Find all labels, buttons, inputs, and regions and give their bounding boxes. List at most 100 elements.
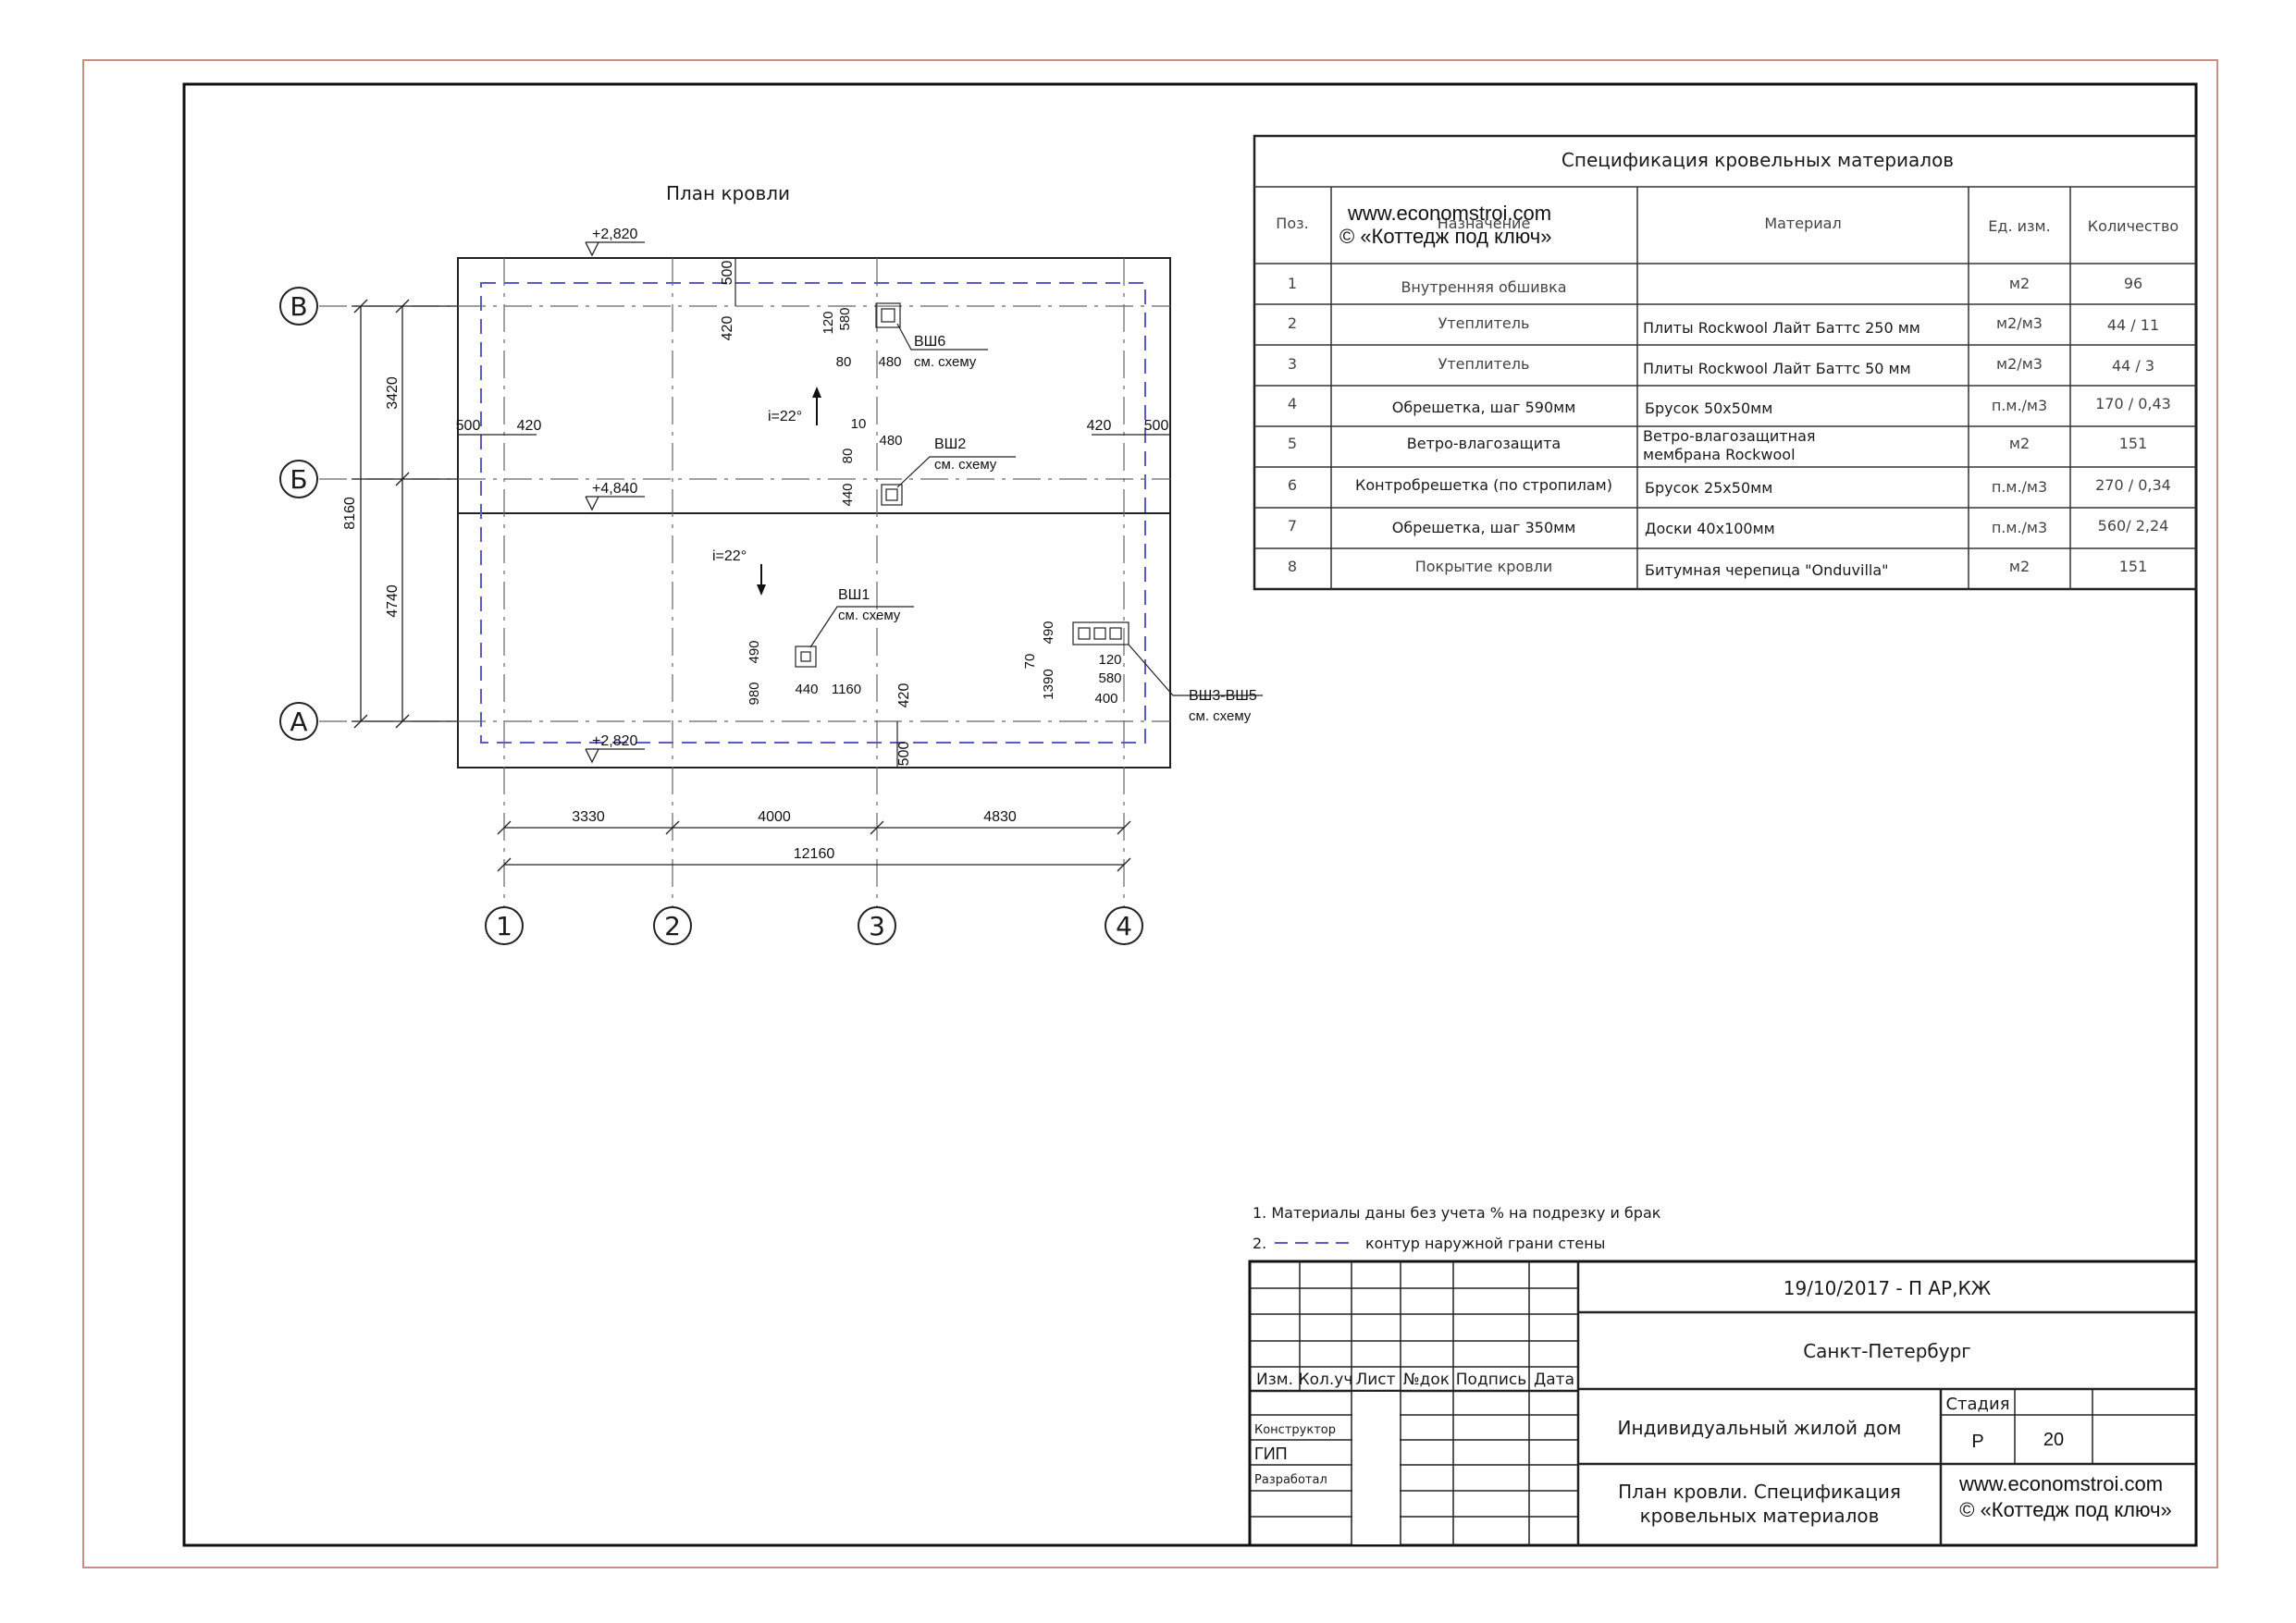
dim-total-8160: 8160 bbox=[342, 497, 358, 530]
vsh35-ref: см. схему bbox=[1189, 708, 1252, 724]
row7-purpose: Обрешетка, шаг 350мм bbox=[1392, 519, 1576, 536]
offset-bottom-420: 420 bbox=[896, 683, 912, 708]
vsh6-d580: 580 bbox=[837, 307, 853, 330]
vsh1-ref: см. схему bbox=[838, 608, 901, 623]
stamp-city: Санкт-Петербург bbox=[1803, 1340, 1971, 1362]
stamp-sheet-number: 20 bbox=[2043, 1430, 2064, 1450]
vsh1-d980: 980 bbox=[747, 682, 762, 705]
offset-left-420: 420 bbox=[517, 418, 542, 434]
bottom-dimensions bbox=[497, 820, 1131, 872]
plan-title: План кровли bbox=[666, 182, 790, 204]
role-constructor: Конструктор bbox=[1254, 1423, 1336, 1437]
vent-vsh2 bbox=[881, 456, 1016, 506]
row7-qty: 560/ 2,24 bbox=[2098, 517, 2169, 535]
vent-vsh3-5 bbox=[1072, 621, 1263, 696]
row1-qty: 96 bbox=[2124, 275, 2142, 292]
outer-border bbox=[82, 59, 2218, 1568]
slope-lower: i=22° bbox=[712, 548, 747, 564]
watermark-site: www.economstroi.com bbox=[1347, 202, 1551, 225]
spec-header-purpose: Назначение bbox=[1438, 215, 1531, 232]
level-ridge: +4,840 bbox=[592, 481, 637, 497]
vent-vsh1 bbox=[795, 606, 914, 668]
row3-material: Плиты Rockwool Лайт Баттс 50 мм bbox=[1643, 360, 1911, 377]
overhang-left: 500 bbox=[456, 418, 481, 434]
overhang-bottom: 500 bbox=[896, 742, 912, 767]
row6-material: Брусок 25х50мм bbox=[1645, 479, 1772, 497]
spec-row-7: 7 Обрешетка, шаг 350мм Доски 40х100мм п.… bbox=[1288, 517, 2168, 537]
stamp-col-izm: Изм. bbox=[1256, 1371, 1293, 1389]
offset-top-420: 420 bbox=[720, 316, 735, 341]
axis-label-v: В bbox=[290, 291, 307, 322]
dim-3420: 3420 bbox=[385, 376, 401, 410]
vsh2-d480: 480 bbox=[879, 433, 902, 449]
vsh6-ref: см. схему bbox=[914, 354, 977, 370]
wall-contour bbox=[480, 282, 1146, 744]
row1-pos: 1 bbox=[1288, 275, 1297, 292]
spec-header-qty: Количество bbox=[2088, 217, 2179, 235]
vsh2-d80: 80 bbox=[840, 449, 856, 464]
title-block: Изм. Кол.уч Лист №док Подпись Дата Конст… bbox=[1248, 1260, 2198, 1547]
spec-title: Спецификация кровельных материалов bbox=[1562, 149, 1954, 171]
vsh35-d490: 490 bbox=[1041, 621, 1056, 644]
row7-pos: 7 bbox=[1288, 517, 1297, 535]
row8-qty: 151 bbox=[2119, 558, 2148, 575]
vsh1-d440: 440 bbox=[795, 682, 818, 697]
vsh6-d120: 120 bbox=[821, 311, 836, 334]
row6-qty: 270 / 0,34 bbox=[2095, 476, 2171, 494]
row8-pos: 8 bbox=[1288, 558, 1297, 575]
row2-pos: 2 bbox=[1288, 314, 1297, 332]
role-gip: ГИП bbox=[1254, 1445, 1288, 1463]
stamp-owner: © «Коттедж под ключ» bbox=[1959, 1498, 2172, 1521]
gridlines bbox=[319, 258, 1170, 906]
row5-material-line2: мембрана Rockwool bbox=[1643, 446, 1796, 463]
offset-right-420: 420 bbox=[1087, 418, 1112, 434]
overhang-dimensions bbox=[458, 258, 1170, 768]
axis-letters: В Б А bbox=[279, 287, 318, 741]
row2-unit: м2/м3 bbox=[1996, 314, 2043, 332]
vsh2-ref: см. схему bbox=[934, 457, 997, 473]
row1-purpose: Внутренняя обшивка bbox=[1401, 278, 1566, 296]
row5-material-line1: Ветро-влагозащитная bbox=[1643, 427, 1816, 445]
left-dimensions bbox=[352, 299, 458, 729]
axis-label-4: 4 bbox=[1116, 911, 1132, 941]
spec-row-2: 2 Утеплитель Плиты Rockwool Лайт Баттс 2… bbox=[1288, 314, 2159, 337]
watermark-owner: © «Коттедж под ключ» bbox=[1339, 225, 1552, 248]
row4-purpose: Обрешетка, шаг 590мм bbox=[1392, 399, 1576, 416]
vsh1-d1160: 1160 bbox=[832, 682, 861, 697]
note-2-text: контур наружной грани стены bbox=[1365, 1235, 1605, 1252]
row8-material: Битумная черепица "Onduvilla" bbox=[1645, 561, 1889, 579]
axis-label-b: Б bbox=[290, 464, 307, 495]
vsh2-d440: 440 bbox=[840, 483, 856, 506]
notes: 1. Материалы даны без учета % на подрезк… bbox=[1253, 1204, 1661, 1252]
row2-purpose: Утеплитель bbox=[1438, 314, 1530, 332]
vsh2-d10: 10 bbox=[851, 416, 867, 432]
row3-qty: 44 / 3 bbox=[2112, 357, 2154, 375]
dim-12160: 12160 bbox=[794, 846, 835, 862]
vsh35-d1390: 1390 bbox=[1041, 669, 1056, 699]
axis-numbers: 1 2 3 4 bbox=[485, 906, 1143, 945]
row4-material: Брусок 50х50мм bbox=[1645, 400, 1772, 417]
axis-label-2: 2 bbox=[664, 911, 681, 941]
vsh6-d80: 80 bbox=[836, 354, 852, 370]
row4-qty: 170 / 0,43 bbox=[2095, 395, 2171, 412]
stamp-stage-label: Стадия bbox=[1945, 1395, 2009, 1414]
vsh35-d400: 400 bbox=[1094, 691, 1117, 707]
vsh35-d580: 580 bbox=[1098, 670, 1121, 686]
row4-pos: 4 bbox=[1288, 395, 1297, 412]
stamp-object: Индивидуальный жилой дом bbox=[1618, 1417, 1902, 1439]
axis-label-1: 1 bbox=[496, 911, 512, 941]
row8-unit: м2 bbox=[2009, 558, 2030, 575]
row3-unit: м2/м3 bbox=[1996, 355, 2043, 373]
row2-material: Плиты Rockwool Лайт Баттс 250 мм bbox=[1643, 319, 1920, 337]
role-developer: Разработал bbox=[1254, 1473, 1327, 1487]
stamp-sheet-title-1: План кровли. Спецификация bbox=[1618, 1481, 1901, 1503]
note-1: 1. Материалы даны без учета % на подрезк… bbox=[1253, 1204, 1661, 1222]
overhang-top: 500 bbox=[720, 261, 735, 286]
row4-unit: п.м./м3 bbox=[1992, 397, 2047, 414]
slope-upper: i=22° bbox=[768, 409, 802, 424]
stamp-site: www.economstroi.com bbox=[1958, 1472, 2163, 1495]
overhang-right: 500 bbox=[1144, 418, 1169, 434]
row5-qty: 151 bbox=[2119, 435, 2148, 452]
